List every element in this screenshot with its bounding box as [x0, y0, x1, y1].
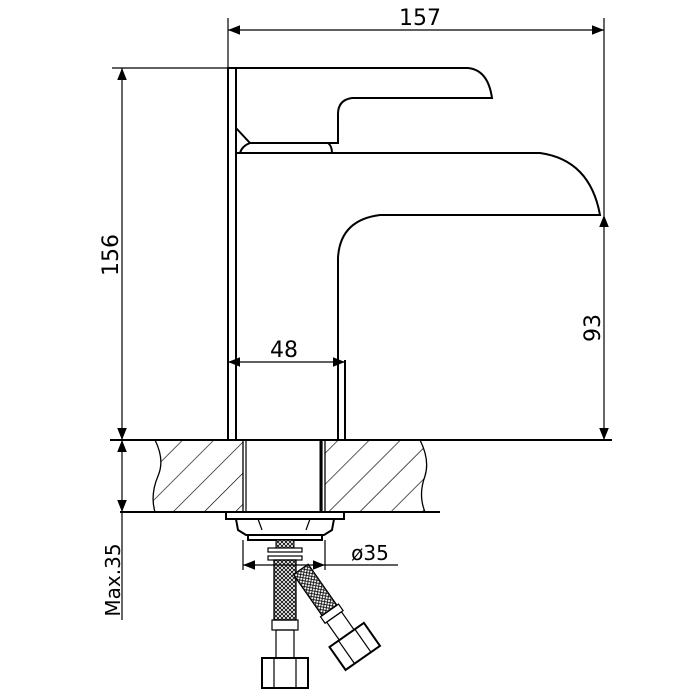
height-dimension: 156	[99, 67, 236, 440]
supply-hoses	[261, 539, 382, 689]
width-dimension: 157	[227, 6, 605, 440]
counter-thickness-dimension: Max.35	[101, 440, 127, 620]
hole-diameter-dimension: ø35	[242, 540, 398, 570]
mounting-nut	[225, 511, 345, 541]
spout-height-label: 93	[581, 314, 606, 342]
countertop-section	[110, 439, 612, 513]
spout-height-dimension: 93	[581, 215, 609, 440]
width-label: 157	[399, 6, 441, 31]
counter-thickness-label: Max.35	[101, 543, 125, 616]
body-diameter-label: 48	[270, 338, 298, 363]
height-label: 156	[99, 234, 124, 276]
faucet-body	[227, 67, 602, 440]
hole-diameter-label: ø35	[351, 541, 389, 565]
body-diameter-dimension: 48	[228, 338, 345, 367]
